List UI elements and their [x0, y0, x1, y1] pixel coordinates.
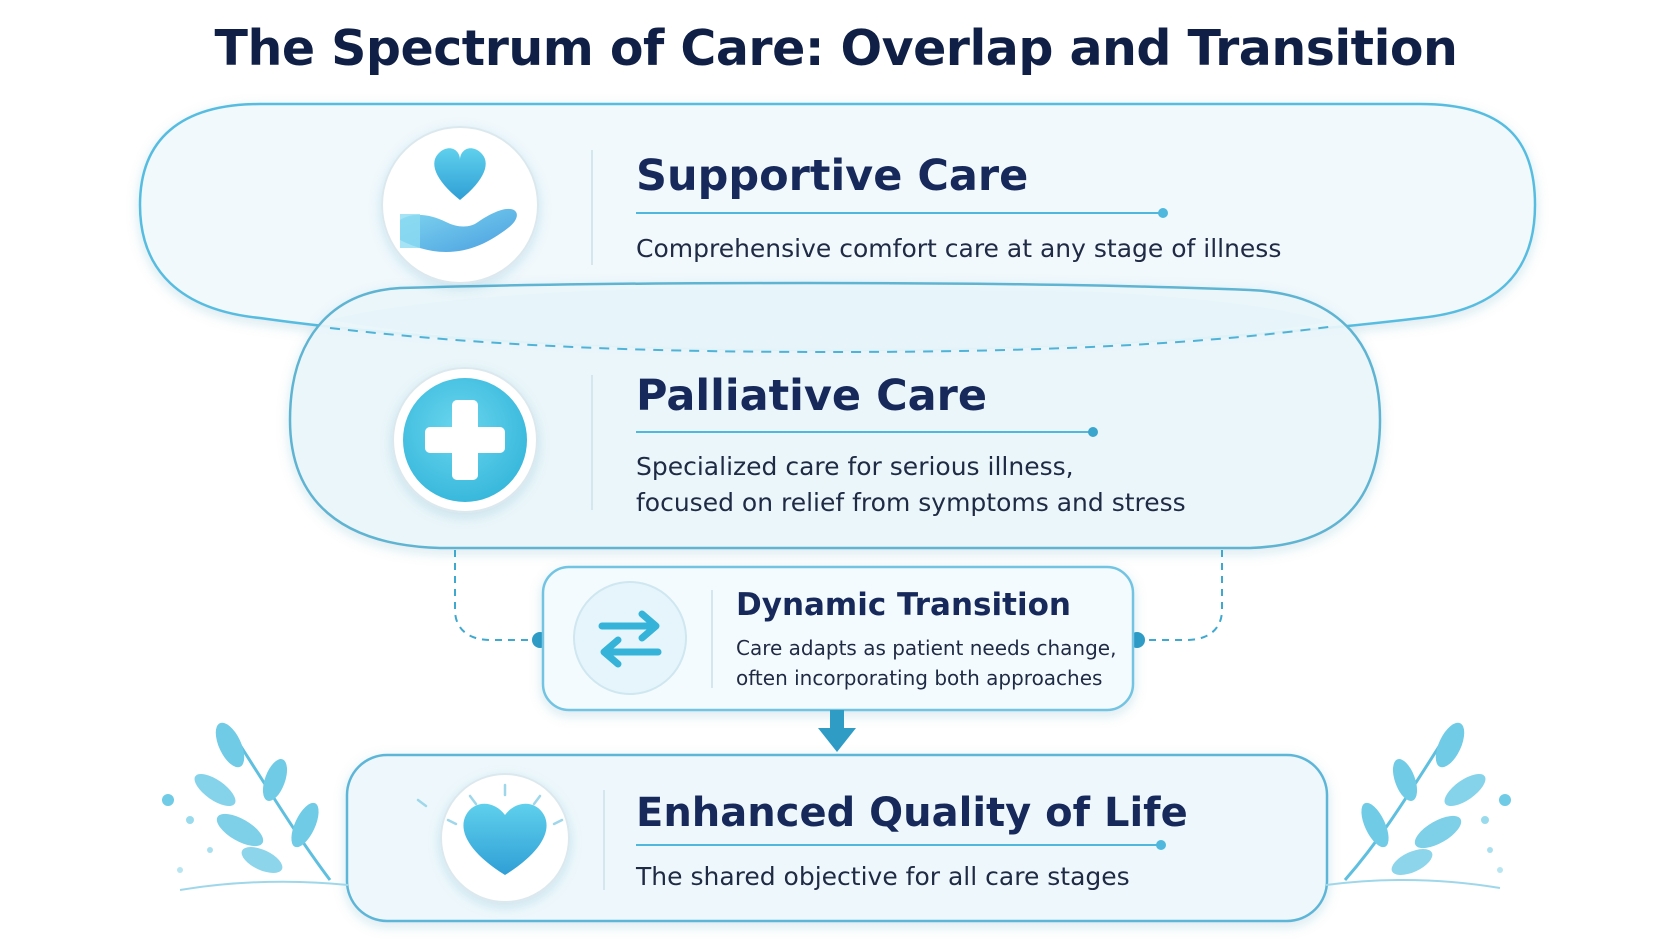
dynamic-transition-description: Care adapts as patient needs change, oft… [736, 633, 1116, 693]
palliative-care-description: Specialized care for serious illness, fo… [636, 449, 1186, 521]
supportive-underline [636, 208, 1168, 218]
down-arrow-shaft [830, 710, 844, 730]
right-transition-connector [1137, 550, 1223, 641]
supportive-care-description: Comprehensive comfort care at any stage … [636, 234, 1282, 263]
quality-of-life-heading: Enhanced Quality of Life [636, 790, 1188, 836]
transition-description-line-2: often incorporating both approaches [736, 666, 1103, 690]
medical-cross-icon [392, 367, 538, 513]
palliative-care-band [288, 281, 1382, 550]
swap-arrows-icon [573, 581, 687, 695]
overlap-boundary-line [329, 325, 1336, 354]
palliative-description-line-1: Specialized care for serious illness, [636, 452, 1074, 481]
supportive-care-heading: Supportive Care [636, 151, 1029, 201]
quality-underline [636, 840, 1166, 850]
palliative-description-line-2: focused on relief from symptoms and stre… [636, 488, 1186, 517]
heart-in-hand-icon [381, 126, 539, 284]
right-ground-curve [1325, 879, 1501, 889]
quality-of-life-box [345, 753, 1329, 923]
quality-of-life-description: The shared objective for all care stages [636, 862, 1130, 891]
left-ground-curve [179, 880, 349, 891]
down-arrow-head [818, 728, 856, 752]
right-leaf-branch-icon [1343, 722, 1511, 881]
palliative-care-heading: Palliative Care [636, 371, 988, 421]
left-transition-connector [454, 550, 540, 641]
page-title: The Spectrum of Care: Overlap and Transi… [214, 20, 1458, 77]
left-leaf-branch-icon [162, 722, 332, 881]
dynamic-transition-heading: Dynamic Transition [736, 587, 1071, 623]
transition-description-line-1: Care adapts as patient needs change, [736, 636, 1117, 660]
palliative-underline [636, 427, 1098, 437]
glowing-heart-icon [416, 773, 570, 903]
